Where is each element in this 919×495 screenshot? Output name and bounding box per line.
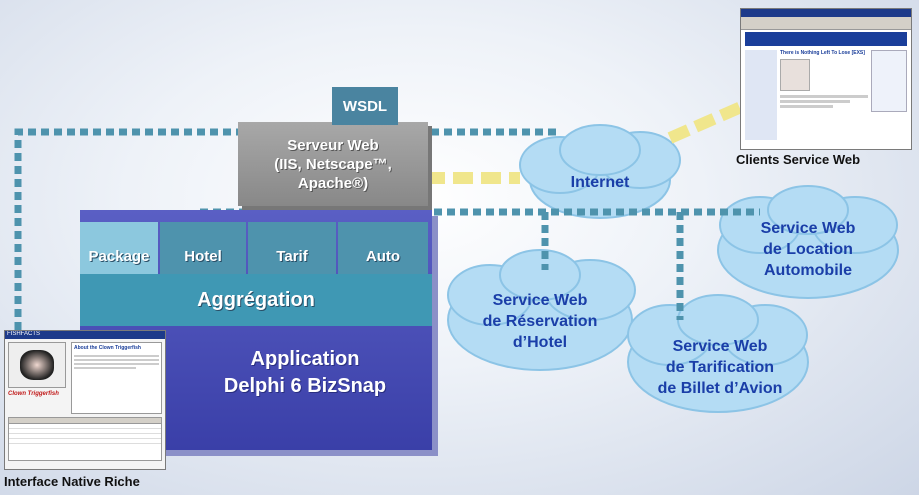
server-line2: (IIS, Netscape™, <box>274 155 392 173</box>
browser-banner <box>745 32 907 46</box>
fish-name: Clown Triggerfish <box>8 391 59 397</box>
aggregation-label: Aggrégation <box>197 288 315 311</box>
fish-heading: About the Clown Triggerfish <box>74 345 141 351</box>
server-line1: Serveur Web <box>287 136 379 154</box>
application-line2: Delphi 6 BizSnap <box>223 375 387 397</box>
application-label: Application Delphi 6 BizSnap <box>205 346 405 400</box>
fish-table <box>8 417 162 461</box>
browser-toolbar <box>741 17 911 30</box>
wsdl-box: WSDL <box>332 87 398 125</box>
module-label: Auto <box>365 247 401 265</box>
browser-rightpanel <box>871 50 907 112</box>
aggregation-layer: Aggrégation <box>80 274 432 326</box>
fish-image <box>8 342 66 388</box>
browser-heading: There is Nothing Left To Lose [EXS] <box>780 50 865 56</box>
module-label: Hotel <box>184 247 222 265</box>
module-label: Package <box>88 247 150 265</box>
hotel-cloud <box>447 249 636 371</box>
application-line1: Application <box>250 348 360 370</box>
internet-cloud <box>519 124 681 219</box>
tarif-cloud <box>627 294 809 413</box>
module-label: Tarif <box>276 247 308 265</box>
web-server-box: Serveur Web (IIS, Netscape™, Apache®) <box>238 122 428 206</box>
native-caption: Interface Native Riche <box>4 474 140 489</box>
desktop-titlebar: FISHFACTS <box>5 331 165 339</box>
clients-caption: Clients Service Web <box>736 152 861 167</box>
desktop-app-thumbnail: FISHFACTS Clown Triggerfish About the Cl… <box>4 330 166 470</box>
browser-titlebar <box>741 9 911 17</box>
wsdl-label: WSDL <box>342 97 388 115</box>
browser-window-thumbnail: There is Nothing Left To Lose [EXS] <box>740 8 912 150</box>
browser-sidebar <box>745 50 777 140</box>
album-image <box>780 59 810 91</box>
internet-label: Internet <box>570 174 630 191</box>
location-cloud <box>717 185 899 299</box>
server-line3: Apache®) <box>297 174 369 192</box>
